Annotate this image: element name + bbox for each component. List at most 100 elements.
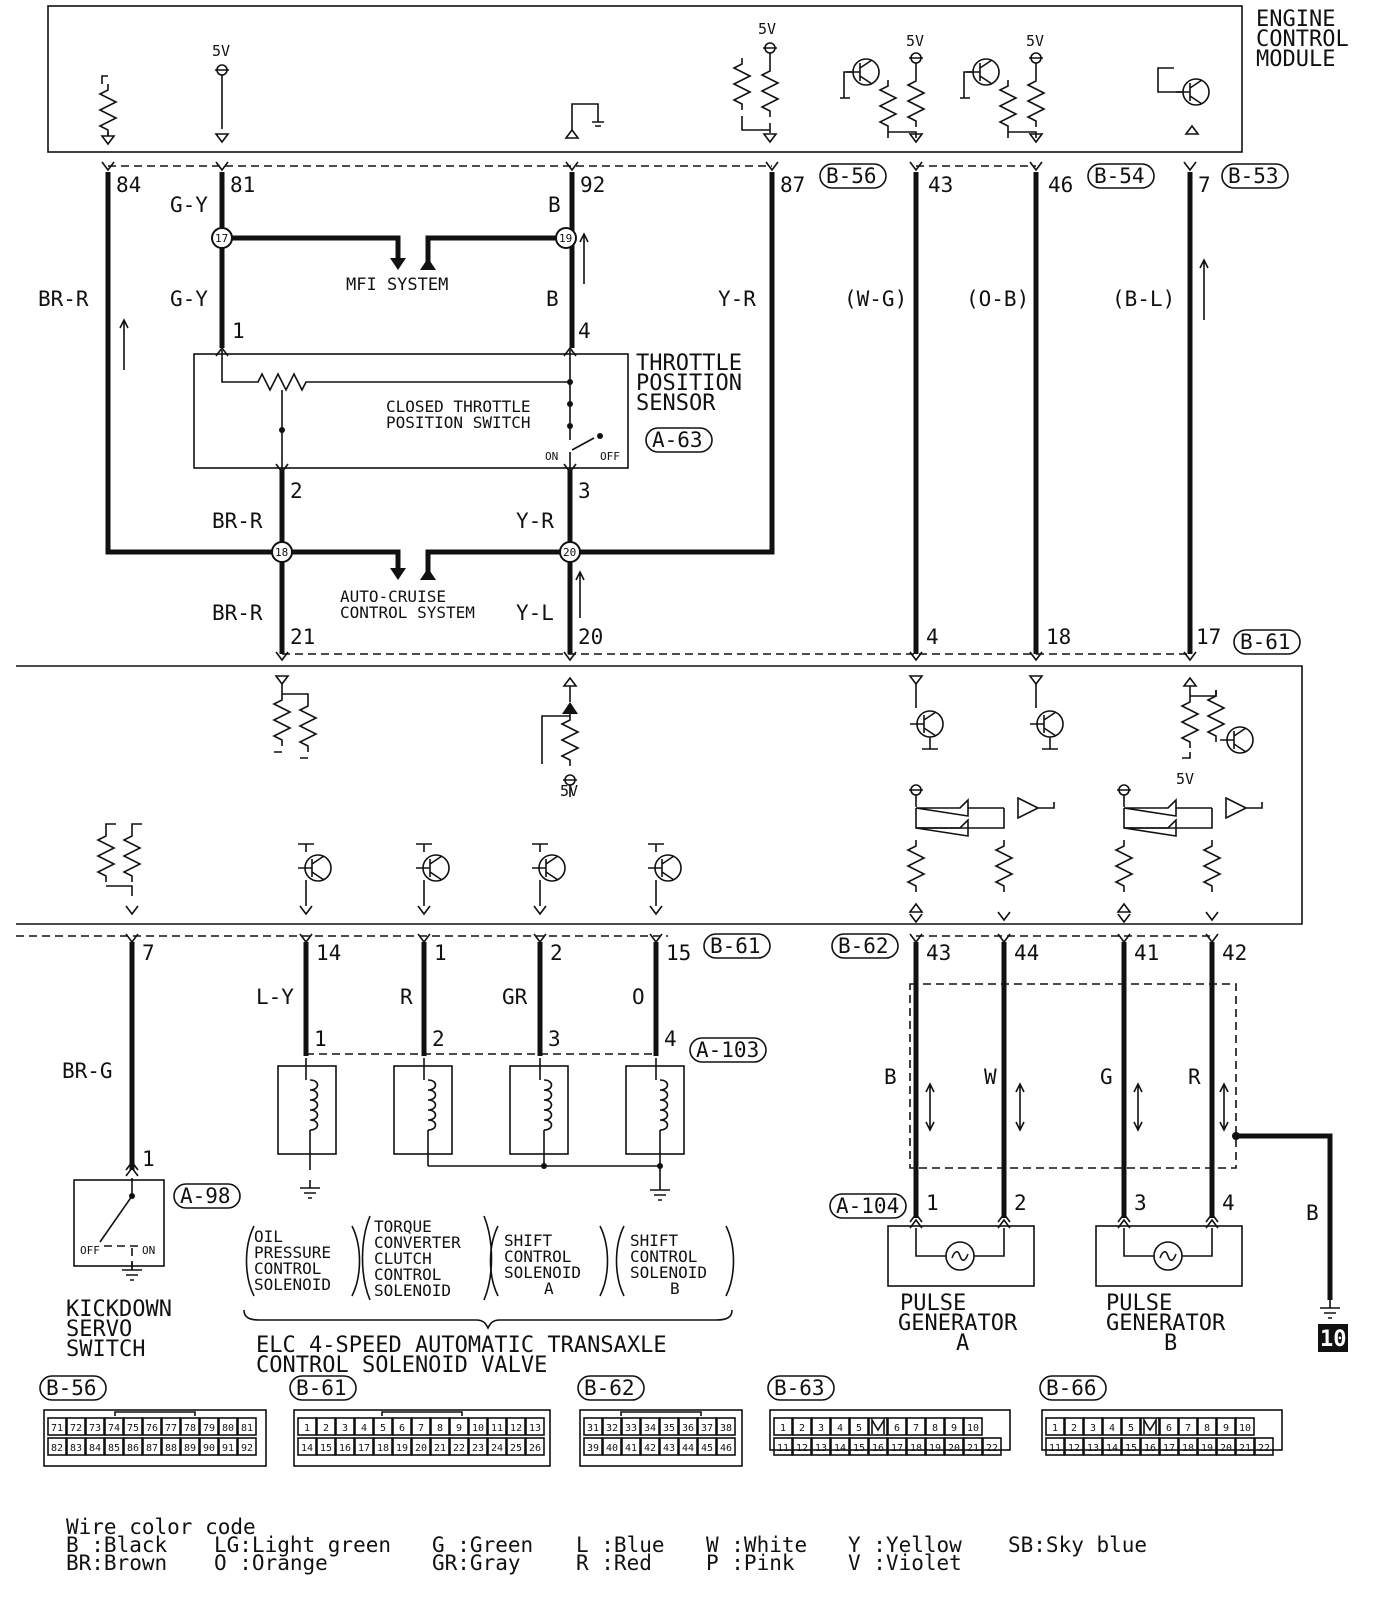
view-b61-label: B-61 xyxy=(296,1376,347,1400)
connector-pin-b66: 22 xyxy=(1258,1443,1270,1454)
connector-pin-b61: 25 xyxy=(510,1443,522,1454)
pin-41-low: 41 xyxy=(1134,941,1159,965)
top-wire-labels: G-Y B MFI SYSTEM BR-R G-Y B Y-R (W-G) (O… xyxy=(38,193,1175,625)
gen-pin-3: 3 xyxy=(1134,1191,1147,1215)
connector-cell-b56 xyxy=(199,1417,219,1436)
connector-cell-b61 xyxy=(430,1417,450,1436)
junctions: 17 19 18 20 xyxy=(211,227,581,563)
connector-cell-b61 xyxy=(316,1417,336,1436)
connector-pin-b56: 76 xyxy=(146,1423,158,1434)
legend-sb: SB:Sky blue xyxy=(1008,1533,1147,1557)
shiftA-3: SOLENOID xyxy=(504,1263,581,1282)
connector-pin-b62: 40 xyxy=(606,1443,618,1454)
connector-pin-b61: 1 xyxy=(304,1423,310,1434)
connector-pin-b63: 16 xyxy=(872,1443,884,1454)
pin-7: 7 xyxy=(1198,173,1211,197)
top-connector-row: 84 81 92 87 43 46 7 B-56 B-54 B-53 xyxy=(101,161,1289,197)
connector-cell-b62 xyxy=(716,1417,736,1436)
connector-cell-b66 xyxy=(1235,1437,1255,1456)
connector-cell-b66 xyxy=(1254,1437,1274,1456)
connector-pin-b66: 11 xyxy=(1049,1443,1061,1454)
connector-latch-b62 xyxy=(620,1411,702,1416)
connector-cell-b66 xyxy=(1216,1417,1236,1436)
torque-4: CONTROL xyxy=(374,1265,441,1284)
connector-pin-b66: 17 xyxy=(1163,1443,1175,1454)
connector-cell-b63 xyxy=(849,1417,869,1436)
sol-pin-4: 4 xyxy=(664,1027,677,1051)
shiftB-2: CONTROL xyxy=(630,1247,697,1266)
connector-body-b66 xyxy=(1041,1409,1283,1451)
connector-cell-b63 xyxy=(811,1437,831,1456)
connector-b53: B-53 xyxy=(1228,164,1279,188)
connector-pin-b56: 80 xyxy=(222,1423,234,1434)
connector-cell-b61 xyxy=(506,1437,526,1456)
connector-cell-b56 xyxy=(218,1417,238,1436)
connector-pin-b66: 19 xyxy=(1201,1443,1213,1454)
connector-pin-b62: 33 xyxy=(625,1423,637,1434)
connector-latch-b61 xyxy=(381,1411,463,1416)
connector-cell-b56 xyxy=(237,1437,257,1456)
connector-pin-b56: 86 xyxy=(127,1443,139,1454)
connector-pin-b61: 13 xyxy=(529,1423,541,1434)
connector-pin-b61: 12 xyxy=(510,1423,522,1434)
shiftB-4: B xyxy=(670,1279,680,1298)
connector-cell-b56 xyxy=(85,1417,105,1436)
pin-4-mid: 4 xyxy=(926,625,939,649)
connector-cell-b56 xyxy=(161,1417,181,1436)
pin-43: 43 xyxy=(928,173,953,197)
connector-cell-b61 xyxy=(506,1417,526,1436)
connector-pin-b62: 38 xyxy=(720,1423,732,1434)
connector-cell-b61 xyxy=(411,1437,431,1456)
connector-pin-b56: 78 xyxy=(184,1423,196,1434)
view-b62-label: B-62 xyxy=(584,1376,635,1400)
legend-o: O :Orange xyxy=(214,1551,328,1575)
connector-pin-b63: 15 xyxy=(853,1443,865,1454)
connector-cell-b56 xyxy=(180,1437,200,1456)
connector-b61-mid: B-61 xyxy=(1240,630,1291,654)
connector-pin-b56: 92 xyxy=(241,1443,253,1454)
tps-pin-3: 3 xyxy=(578,479,591,503)
connector-pin-b61: 20 xyxy=(415,1443,427,1454)
connector-cell-b56 xyxy=(199,1437,219,1456)
pin-20: 20 xyxy=(578,625,603,649)
wire-ly: L-Y xyxy=(256,985,294,1009)
connector-pin-b66: 15 xyxy=(1125,1443,1137,1454)
supply-5v-17: 5V xyxy=(1176,770,1194,788)
pulse-wire-b: B xyxy=(884,1065,897,1089)
sol-pin-2: 2 xyxy=(432,1027,445,1051)
connector-body-b61 xyxy=(293,1409,551,1467)
connector-cell-b61 xyxy=(297,1417,317,1436)
ground-point-10: 10 xyxy=(1320,1327,1347,1352)
connector-pin-b63: 20 xyxy=(948,1443,960,1454)
connector-a98: A-98 xyxy=(180,1184,231,1208)
connector-cell-b62 xyxy=(640,1417,660,1436)
ecm-title-1: ENGINE xyxy=(1256,7,1335,32)
connector-pin-b63: 7 xyxy=(913,1423,919,1434)
tps-pin-4: 4 xyxy=(578,319,591,343)
connector-cell-b63 xyxy=(830,1437,850,1456)
connector-pin-b56: 72 xyxy=(70,1423,82,1434)
pulse-a-3: A xyxy=(956,1331,969,1356)
connector-cell-b63 xyxy=(944,1437,964,1456)
connector-pin-b56: 73 xyxy=(89,1423,101,1434)
connector-cell-b63 xyxy=(773,1417,793,1436)
connector-cell-b63 xyxy=(925,1437,945,1456)
pin-92: 92 xyxy=(580,173,605,197)
connector-cell-b63 xyxy=(868,1437,888,1456)
pin-42-low: 42 xyxy=(1222,941,1247,965)
wire-brg: BR-G xyxy=(62,1059,113,1083)
connector-pin-b56: 81 xyxy=(241,1423,253,1434)
connector-pin-b56: 75 xyxy=(127,1423,139,1434)
shiftA-1: SHIFT xyxy=(504,1231,553,1250)
connector-pin-b61: 17 xyxy=(358,1443,370,1454)
closed-throttle-2: POSITION SWITCH xyxy=(386,413,531,432)
connector-cell-b62 xyxy=(659,1417,679,1436)
connector-cell-b61 xyxy=(430,1437,450,1456)
wire-yl: Y-L xyxy=(516,601,554,625)
middle-connector-row: 21 20 4 18 17 B-61 xyxy=(275,625,1301,661)
connector-pin-b61: 15 xyxy=(320,1443,332,1454)
connector-cell-b63 xyxy=(792,1437,812,1456)
connector-pin-b61: 26 xyxy=(529,1443,541,1454)
connector-cell-b62 xyxy=(621,1437,641,1456)
connector-pin-b56: 90 xyxy=(203,1443,215,1454)
